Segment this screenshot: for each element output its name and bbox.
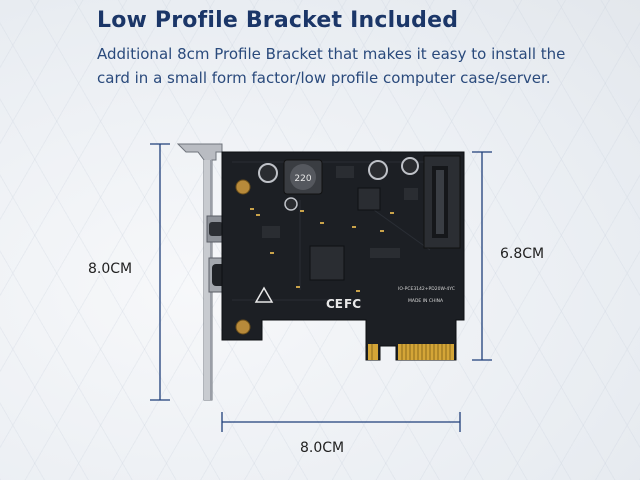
page-title: Low Profile Bracket Included xyxy=(97,8,459,33)
silkscreen: CE FC IO-PCE3142+PD20W-4YC MADE IN CHINA xyxy=(254,286,455,311)
inductor: 220 xyxy=(283,159,323,195)
sata-power-connector xyxy=(423,155,461,249)
gold-fingers xyxy=(368,344,454,360)
description-text: Additional 8cm Profile Bracket that make… xyxy=(97,45,566,87)
fc-mark: FC xyxy=(344,297,361,311)
inductor-label: 220 xyxy=(294,174,311,184)
model-code: IO-PCE3142+PD20W-4YC xyxy=(398,286,455,292)
dimension-lines xyxy=(150,143,492,432)
origin-marking: MADE IN CHINA xyxy=(408,298,444,304)
screw-upper xyxy=(235,179,251,195)
smd-components xyxy=(250,208,394,292)
card-height-label: 6.8CM xyxy=(500,246,545,262)
card-width-label: 8.0CM xyxy=(300,440,345,456)
screw-lower xyxy=(235,319,251,335)
capacitors xyxy=(258,157,419,211)
chips xyxy=(262,166,418,281)
caution-icon xyxy=(254,286,274,303)
ce-mark: CE xyxy=(326,297,343,311)
metal-bracket xyxy=(176,143,230,401)
bracket-height-label: 8.0CM xyxy=(88,261,133,277)
